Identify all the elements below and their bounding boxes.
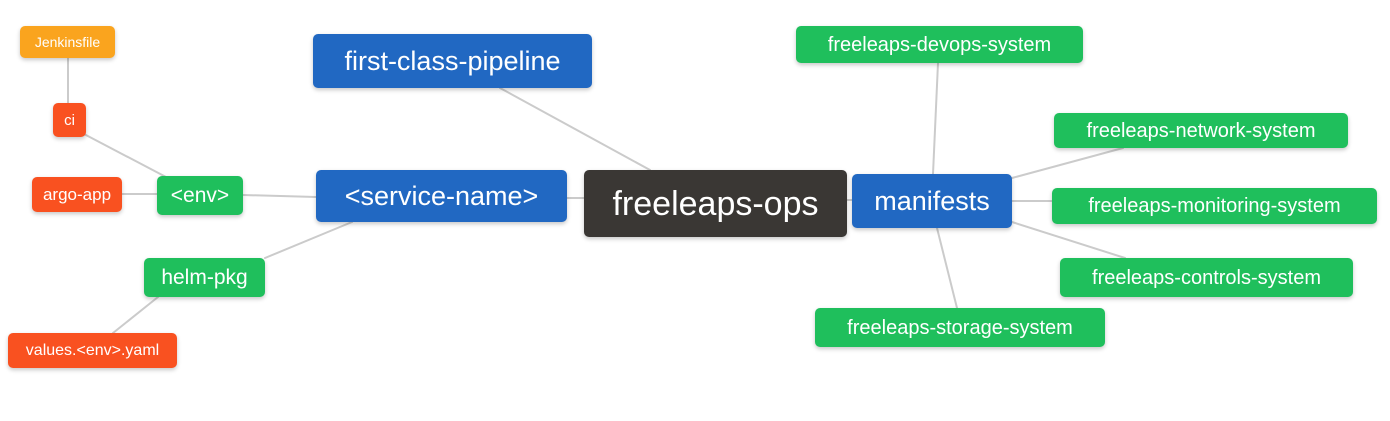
edge-helm-pkg-to-service-name	[264, 221, 353, 259]
edge-manifests-to-controls-system	[1011, 221, 1126, 259]
node-controls-system[interactable]: freeleaps-controls-system	[1060, 258, 1353, 297]
node-label: freeleaps-storage-system	[847, 316, 1073, 339]
edge-manifests-to-storage-system	[936, 227, 958, 309]
node-helm-pkg[interactable]: helm-pkg	[144, 258, 265, 297]
node-freeleaps-ops[interactable]: freeleaps-ops	[584, 170, 847, 237]
node-first-class-pipeline[interactable]: first-class-pipeline	[313, 34, 592, 88]
node-label: manifests	[874, 185, 990, 216]
node-devops-system[interactable]: freeleaps-devops-system	[796, 26, 1083, 63]
node-argo-app[interactable]: argo-app	[32, 177, 122, 212]
edge-manifests-to-network-system	[1011, 147, 1124, 179]
node-label: values.<env>.yaml	[25, 341, 160, 359]
node-label: freeleaps-monitoring-system	[1088, 195, 1341, 217]
node-label: helm-pkg	[161, 266, 248, 289]
node-network-system[interactable]: freeleaps-network-system	[1054, 113, 1348, 148]
node-label: freeleaps-devops-system	[827, 33, 1052, 56]
node-label: argo-app	[42, 185, 112, 204]
node-values-env-yaml[interactable]: values.<env>.yaml	[8, 333, 177, 368]
node-label: <service-name>	[344, 180, 539, 211]
node-ci[interactable]: ci	[53, 103, 86, 137]
node-manifests[interactable]: manifests	[852, 174, 1012, 228]
node-label: freeleaps-ops	[612, 184, 819, 223]
node-jenkinsfile[interactable]: Jenkinsfile	[20, 26, 115, 58]
node-storage-system[interactable]: freeleaps-storage-system	[815, 308, 1105, 347]
node-label: ci	[64, 111, 75, 129]
edge-manifests-to-devops-system	[932, 62, 939, 175]
edge-first-class-pipeline-to-freeleaps-ops	[499, 87, 651, 171]
node-label: freeleaps-network-system	[1086, 119, 1316, 142]
node-label: freeleaps-controls-system	[1092, 266, 1321, 289]
node-monitoring-system[interactable]: freeleaps-monitoring-system	[1052, 188, 1377, 224]
node-env[interactable]: <env>	[157, 176, 243, 215]
node-service-name[interactable]: <service-name>	[316, 170, 567, 222]
node-label: <env>	[170, 184, 230, 207]
edge-ci-to-env	[83, 133, 167, 178]
edge-env-to-service-name	[242, 194, 317, 198]
edge-values-env-yaml-to-helm-pkg	[112, 296, 159, 334]
node-label: first-class-pipeline	[344, 45, 561, 76]
node-label: Jenkinsfile	[34, 34, 101, 50]
